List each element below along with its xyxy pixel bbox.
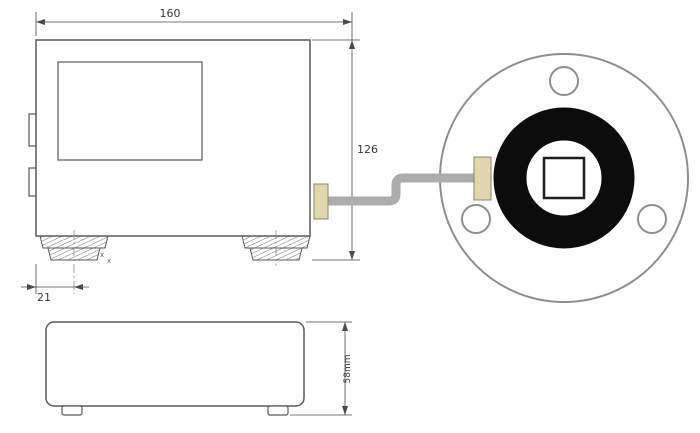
- dimension-width-label: 160: [160, 7, 181, 20]
- side-view: [45, 321, 305, 416]
- dimension-height-label: 126: [357, 143, 378, 156]
- dimension-base-height-label: 58mm: [343, 355, 353, 384]
- front-view: x x: [28, 39, 311, 294]
- square-drive: [542, 156, 586, 200]
- base-foot-left: [61, 405, 83, 416]
- dimension-height: [312, 39, 360, 261]
- dimension-foot-offset-label: 21: [37, 291, 51, 304]
- display-screen: [57, 61, 203, 161]
- surface-mark-1: x: [100, 251, 104, 259]
- arrowhead: [342, 322, 348, 331]
- flange-view: [439, 53, 689, 303]
- connector-unit-side: [313, 183, 329, 220]
- arrowhead: [36, 19, 45, 25]
- bolt-hole-right: [637, 204, 667, 234]
- base-outline: [45, 321, 305, 407]
- arrowhead: [342, 406, 348, 415]
- bolt-hole-top: [549, 66, 579, 96]
- sensor-ring: [493, 107, 635, 249]
- connector-sensor-side: [473, 156, 492, 201]
- base-foot-right: [267, 405, 289, 416]
- bolt-hole-left: [461, 204, 491, 234]
- surface-mark-2: x: [107, 257, 111, 265]
- arrowhead: [27, 284, 36, 290]
- arrowhead: [349, 251, 355, 260]
- dimension-width: [35, 12, 353, 260]
- arrowhead: [74, 284, 83, 290]
- dimension-foot-offset: [21, 264, 89, 294]
- dimension-base-height: [290, 321, 352, 416]
- cable: [328, 173, 478, 206]
- arrowhead: [349, 40, 355, 49]
- arrowhead: [343, 19, 352, 25]
